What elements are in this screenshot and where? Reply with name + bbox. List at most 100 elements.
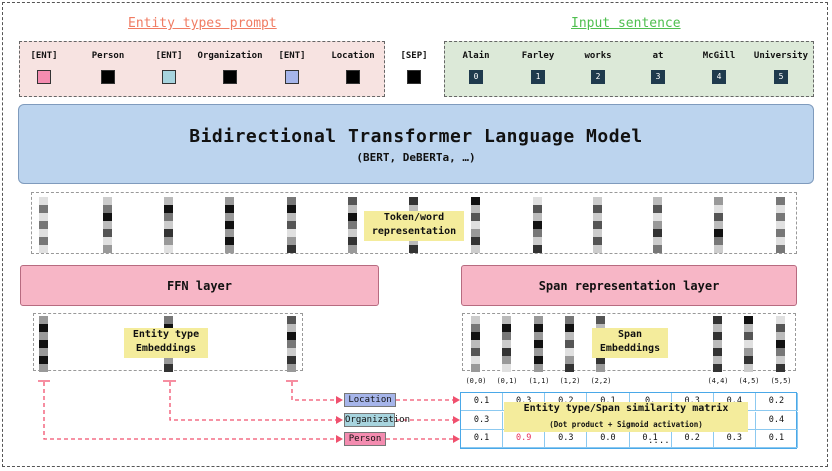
- embedding-cell: [714, 213, 723, 221]
- embedding-cell: [164, 316, 173, 324]
- location-arrow: [291, 382, 338, 401]
- embedding-cell: [409, 237, 418, 245]
- span-layer-label: Span representation layer: [538, 279, 720, 293]
- embedding-cell: [593, 221, 602, 229]
- embedding-cell: [164, 197, 173, 205]
- embedding-cell: [713, 332, 722, 340]
- embedding-cell: [565, 316, 574, 324]
- sentence-index: 1: [531, 70, 545, 84]
- organization-matrix-arrowhead: [453, 416, 460, 424]
- embedding-cell: [39, 213, 48, 221]
- embedding-cell: [534, 364, 543, 372]
- embedding-cell: [39, 237, 48, 245]
- embedding-cell: [39, 197, 48, 205]
- embedding-cell: [565, 356, 574, 364]
- embedding-cell: [287, 197, 296, 205]
- embedding-cell: [287, 245, 296, 253]
- embedding-cell: [39, 221, 48, 229]
- prompt-token-label: Person: [91, 51, 125, 61]
- person-matrix-arrowhead: [453, 435, 460, 443]
- embedding-cell: [409, 205, 418, 213]
- embedding-cell: [164, 356, 173, 364]
- tag-person: Person: [344, 432, 386, 446]
- embedding-cell: [348, 197, 357, 205]
- embedding-cell: [533, 245, 542, 253]
- token-repr-group: [31, 192, 797, 254]
- sentence-word: Farley: [521, 51, 555, 61]
- embedding-cell: [225, 229, 234, 237]
- matrix-cell: 0.9: [503, 430, 546, 449]
- span-label: (4,5): [738, 377, 760, 385]
- embedding-cell: [534, 340, 543, 348]
- embedding-cell: [225, 245, 234, 253]
- embedding-cell: [502, 364, 511, 372]
- embedding-cell: [225, 213, 234, 221]
- embedding-cell: [471, 356, 480, 364]
- embedding-cell: [534, 332, 543, 340]
- embedding-cell: [471, 348, 480, 356]
- prompt-token-label: [ENT]: [30, 51, 58, 61]
- embedding-cell: [744, 324, 753, 332]
- embedding-cell: [225, 221, 234, 229]
- sentence-index: 2: [591, 70, 605, 84]
- embedding-cell: [287, 221, 296, 229]
- embedding-cell: [164, 229, 173, 237]
- embedding-cell: [287, 364, 296, 372]
- embedding-cell: [348, 245, 357, 253]
- entity-emb-label: Entity type Embeddings: [124, 328, 208, 358]
- embedding-cell: [502, 332, 511, 340]
- prompt-token-square: [162, 70, 176, 84]
- embedding-cell: [164, 237, 173, 245]
- embedding-cell: [287, 324, 296, 332]
- span-emb-group: [462, 313, 796, 371]
- embedding-cell: [103, 197, 112, 205]
- embedding-cell: [714, 221, 723, 229]
- matrix-cell: 0.3: [545, 430, 588, 449]
- embedding-cell: [744, 364, 753, 372]
- embedding-cell: [471, 340, 480, 348]
- sentence-word: McGill: [702, 51, 736, 61]
- location-matrix-arrowhead: [453, 396, 460, 404]
- matrix-cell: 0.2: [671, 430, 714, 449]
- embedding-cell: [164, 205, 173, 213]
- embedding-cell: [653, 213, 662, 221]
- embedding-cell: [744, 348, 753, 356]
- organization-arrowhead: [336, 416, 343, 424]
- embedding-cell: [348, 229, 357, 237]
- matrix-subtitle: (Dot product + Sigmoid activation): [549, 420, 703, 429]
- sentence-index: 3: [651, 70, 665, 84]
- matrix-cell: 0.2: [755, 393, 798, 411]
- embedding-cell: [776, 364, 785, 372]
- transformer-box: [18, 104, 814, 184]
- sentence-index: 5: [774, 70, 788, 84]
- embedding-cell: [287, 332, 296, 340]
- embedding-cell: [471, 332, 480, 340]
- embedding-cell: [653, 197, 662, 205]
- embedding-cell: [502, 356, 511, 364]
- embedding-cell: [533, 213, 542, 221]
- prompt-token-square: [285, 70, 299, 84]
- embedding-cell: [776, 245, 785, 253]
- prompt-heading: Entity types prompt: [128, 16, 277, 31]
- embedding-cell: [534, 324, 543, 332]
- embedding-cell: [744, 340, 753, 348]
- embedding-cell: [39, 356, 48, 364]
- embedding-cell: [653, 237, 662, 245]
- embedding-cell: [103, 221, 112, 229]
- embedding-cell: [533, 197, 542, 205]
- embedding-cell: [714, 245, 723, 253]
- embedding-cell: [713, 324, 722, 332]
- span-label: (1,1): [528, 377, 550, 385]
- prompt-token-square: [101, 70, 115, 84]
- embedding-cell: [565, 340, 574, 348]
- matrix-cell: 0.1: [461, 430, 504, 449]
- prompt-token-label: Organization: [197, 51, 263, 61]
- prompt-token-label: [ENT]: [155, 51, 183, 61]
- embedding-cell: [164, 221, 173, 229]
- ffn-layer: FFN layer: [20, 265, 379, 306]
- embedding-cell: [103, 213, 112, 221]
- embedding-cell: [713, 364, 722, 372]
- embedding-cell: [653, 229, 662, 237]
